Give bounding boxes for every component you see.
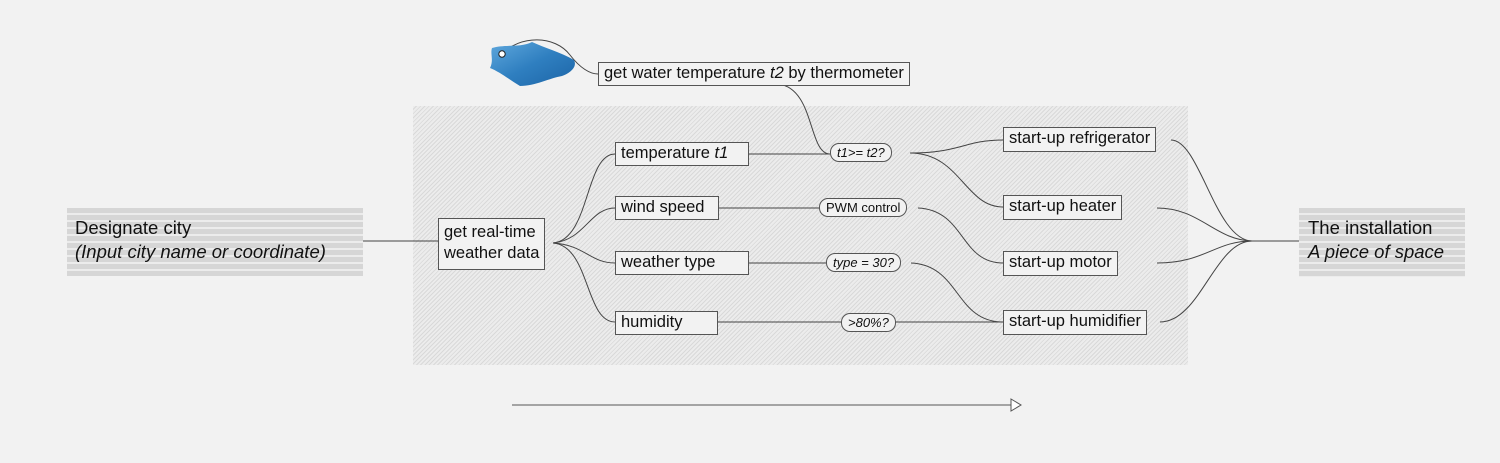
sensor-humidity: humidity [615, 311, 718, 335]
wire-fetch-wind [552, 207, 616, 244]
wire-cond-heater [909, 152, 1004, 208]
sensor-wind: wind speed [615, 196, 719, 220]
wire-fridge-out [1170, 139, 1253, 242]
sensor-weather: weather type [615, 251, 749, 275]
wire-heater-out [1156, 207, 1253, 242]
wire-water-thermo [501, 39, 599, 75]
wire-pwm-motor [917, 207, 1004, 264]
thermometer-node: get water temperature t2 by thermometer [598, 62, 910, 86]
condition-type: type = 30? [826, 253, 902, 272]
arrow-right-icon [1010, 398, 1022, 412]
water-surface-icon [490, 42, 575, 86]
condition-temp: t1>= t2? [830, 143, 892, 162]
actuator-motor: start-up motor [1003, 251, 1118, 276]
fetch-line1: get real-time [444, 223, 536, 241]
condition-humidity: >80%? [841, 313, 896, 332]
wire-motor-out [1156, 240, 1253, 264]
input-node: Designate city (Input city name or coord… [67, 208, 363, 276]
input-title: Designate city [75, 217, 192, 238]
sensor-temperature: temperature t1 [615, 142, 749, 166]
actuator-heater: start-up heater [1003, 195, 1123, 220]
input-subtitle: (Input city name or coordinate) [75, 241, 326, 262]
thermometer-label: get water temperature [604, 64, 770, 82]
fetch-weather-node: get real-time weather data [438, 218, 546, 270]
temperature-label: temperature [621, 144, 715, 162]
actuator-humidifier: start-up humidifier [1003, 310, 1148, 335]
wire-fetch-temp [552, 153, 616, 244]
wire-fetch-humid [552, 242, 616, 323]
output-title: The installation [1308, 217, 1433, 238]
wire-type-humidifier [910, 262, 1004, 323]
actuator-refrigerator: start-up refrigerator [1003, 127, 1157, 152]
condition-pwm: PWM control [819, 198, 908, 217]
thermometer-suffix: by thermometer [783, 64, 904, 82]
t2-variable: t2 [770, 64, 784, 82]
wire-thermo-cond [777, 83, 831, 155]
output-node: The installation A piece of space [1299, 208, 1465, 277]
t1-variable: t1 [714, 144, 729, 162]
wire-cond-fridge [909, 139, 1004, 154]
fetch-line2: weather data [444, 244, 540, 262]
wire-fetch-weather [552, 242, 616, 264]
output-subtitle: A piece of space [1308, 241, 1445, 262]
wire-humidifier-out [1159, 240, 1253, 323]
